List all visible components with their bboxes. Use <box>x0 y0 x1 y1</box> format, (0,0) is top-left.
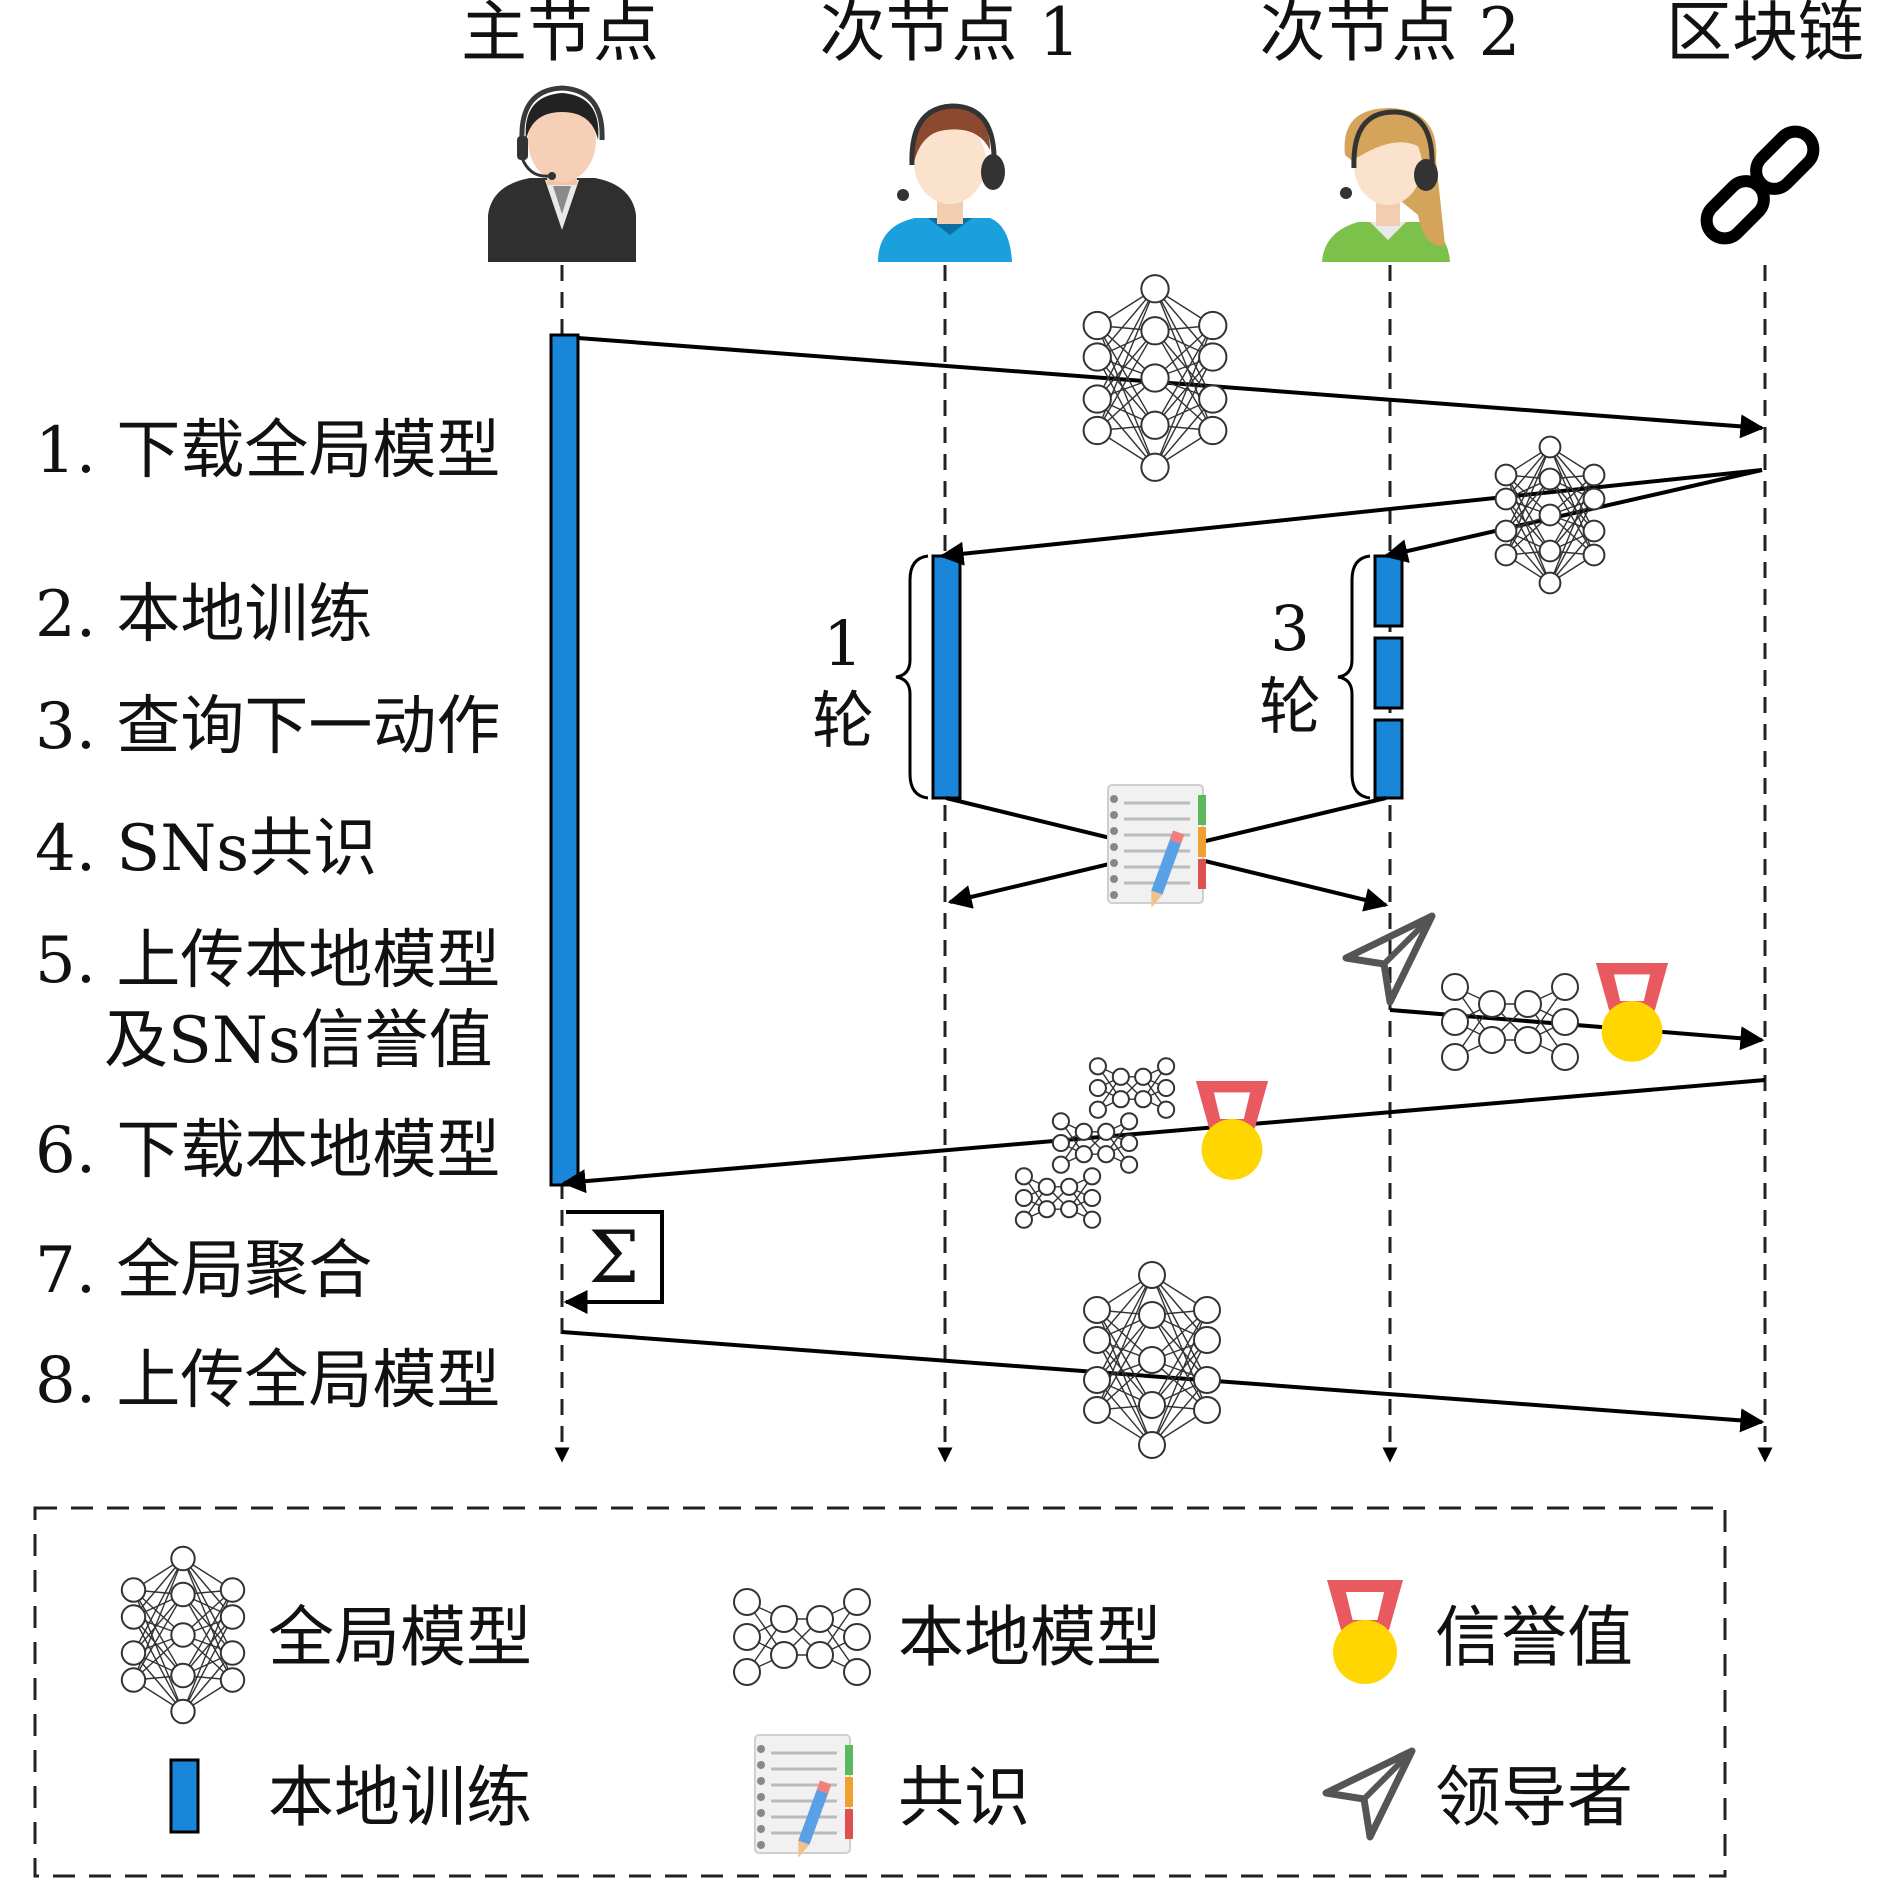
legend-global-model-icon <box>120 1545 246 1725</box>
step-3-label: 3. 查询下一动作 <box>35 690 500 764</box>
legend-reputation-medal-icon <box>1327 1580 1403 1684</box>
msg-upload-global-model <box>561 1330 1765 1433</box>
legend-local-model-label: 本地模型 <box>898 1599 1162 1676</box>
sn2-training-bar-2 <box>1373 636 1404 710</box>
round-brace-sn1 <box>895 554 929 800</box>
chain-link-icon <box>1700 125 1820 245</box>
reputation-medal-icon-download <box>1195 1081 1269 1180</box>
agent-with-headset-icon <box>488 85 636 262</box>
consensus-notebook-icon <box>1107 784 1206 908</box>
round-brace-sn2 <box>1337 554 1371 800</box>
step-5-label: 5. 上传本地模型 <box>35 924 500 998</box>
local-model-icon-download-2 <box>1051 1112 1139 1174</box>
legend-local-training-label: 本地训练 <box>268 1759 532 1836</box>
local-model-icon-download-3 <box>1014 1167 1102 1229</box>
msg-dispatch-sn1 <box>939 468 1763 566</box>
global-model-icon-dispatch <box>1494 435 1606 595</box>
reputation-medal-icon-upload <box>1595 963 1669 1062</box>
legend-local-model-icon <box>733 1588 871 1686</box>
local-model-icon-upload <box>1441 973 1579 1071</box>
participant-secondary1-label: 次节点 1 <box>820 0 1081 71</box>
legend-leader-label: 领导者 <box>1435 1759 1633 1836</box>
global-model-icon-upload <box>1083 1261 1221 1459</box>
legend-consensus-label: 共识 <box>898 1759 1030 1836</box>
step-2-label: 2. 本地训练 <box>35 578 372 652</box>
participant-blockchain-label: 区块链 <box>1666 0 1864 71</box>
step-labels: 1. 下载全局模型 2. 本地训练 3. 查询下一动作 4. SNs共识 5. … <box>35 414 500 1418</box>
leader-icon <box>1342 912 1436 1006</box>
sn2-training-bar-1 <box>1373 554 1404 628</box>
sn2-training-bar-3 <box>1373 718 1404 800</box>
legend-global-model-label: 全局模型 <box>268 1599 532 1676</box>
agent-green-shirt-icon <box>1322 108 1450 262</box>
legend-icons <box>120 1545 1416 1858</box>
sn1-round-count: 1 <box>823 607 862 680</box>
sn2-round-unit: 轮 <box>1259 670 1321 743</box>
step-5-label-continued: 及SNs信誉值 <box>104 1004 493 1078</box>
step-8-label: 8. 上传全局模型 <box>35 1344 500 1418</box>
legend-leader-icon <box>1322 1747 1416 1841</box>
participant-secondary2-label: 次节点 2 <box>1260 0 1521 71</box>
sn1-round-unit: 轮 <box>812 684 874 757</box>
msg-global-aggregation <box>563 1210 664 1314</box>
msg-dispatch-sn2 <box>1383 468 1763 563</box>
step-7-label: 7. 全局聚合 <box>35 1234 372 1308</box>
primary-activation-bar <box>549 333 580 1187</box>
sn1-training-bar <box>931 554 962 800</box>
msg-download-local-models <box>561 1078 1766 1194</box>
step-6-label: 6. 下载本地模型 <box>35 1114 500 1188</box>
legend-box <box>33 1506 1727 1878</box>
legend-consensus-notebook-icon <box>754 1734 853 1858</box>
step-1-label: 1. 下载全局模型 <box>35 414 500 488</box>
agent-blue-shirt-icon <box>878 103 1012 262</box>
global-model-icon-download <box>1082 274 1228 482</box>
legend-training-bar <box>169 1758 200 1834</box>
participant-primary-label: 主节点 <box>461 0 659 71</box>
model-icons <box>1014 274 1669 1459</box>
sigma-symbol: Σ <box>589 1215 640 1299</box>
legend-reputation-label: 信誉值 <box>1435 1599 1633 1676</box>
sn2-round-count: 3 <box>1270 592 1309 665</box>
local-model-icon-download-1 <box>1088 1057 1176 1119</box>
step-4-label: 4. SNs共识 <box>35 812 377 886</box>
